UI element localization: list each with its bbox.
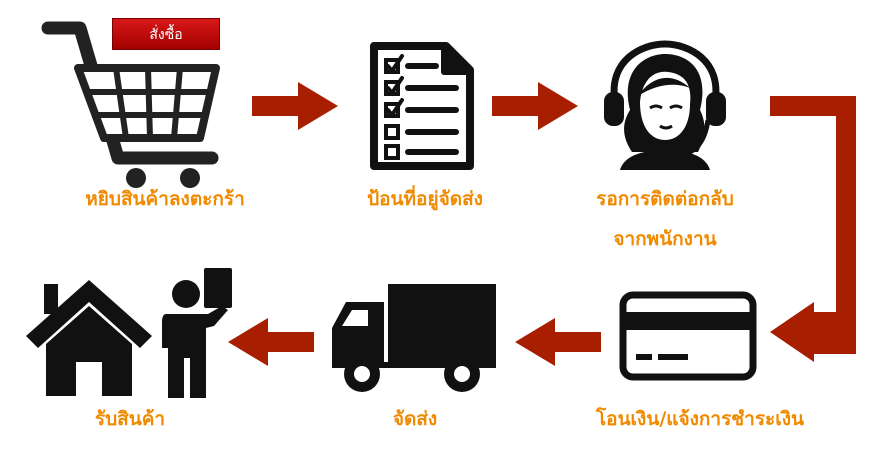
arrow-right-icon <box>252 82 338 130</box>
step-payment-label: โอนเงิน/แจ้งการชำระเงิน <box>595 408 805 430</box>
call-center-agent-icon <box>604 40 726 170</box>
order-button[interactable]: สั่งซื้อ <box>112 18 220 50</box>
credit-card-icon <box>619 291 757 381</box>
step-receive-product-label: รับสินค้า <box>94 408 166 430</box>
checklist-document-icon <box>370 42 474 170</box>
step-wait-callback-label-line2: จากพนักงาน <box>613 228 717 250</box>
shopping-cart-icon <box>41 21 220 188</box>
house-icon <box>26 280 152 396</box>
step-enter-address-label: ป้อนที่อยู่จัดส่ง <box>367 188 483 210</box>
arrow-left-icon <box>515 318 601 366</box>
step-shipping-label: จัดส่ง <box>392 408 438 430</box>
delivery-truck-icon <box>332 284 496 392</box>
elbow-arrow-icon <box>770 96 856 362</box>
arrow-right-icon <box>492 82 578 130</box>
person-with-package-icon <box>162 268 232 398</box>
step-add-to-cart-label: หยิบสินค้าลงตะกร้า <box>85 188 245 210</box>
step-wait-callback-label-line1: รอการติดต่อกลับ <box>596 188 734 210</box>
arrow-left-icon <box>228 318 314 366</box>
